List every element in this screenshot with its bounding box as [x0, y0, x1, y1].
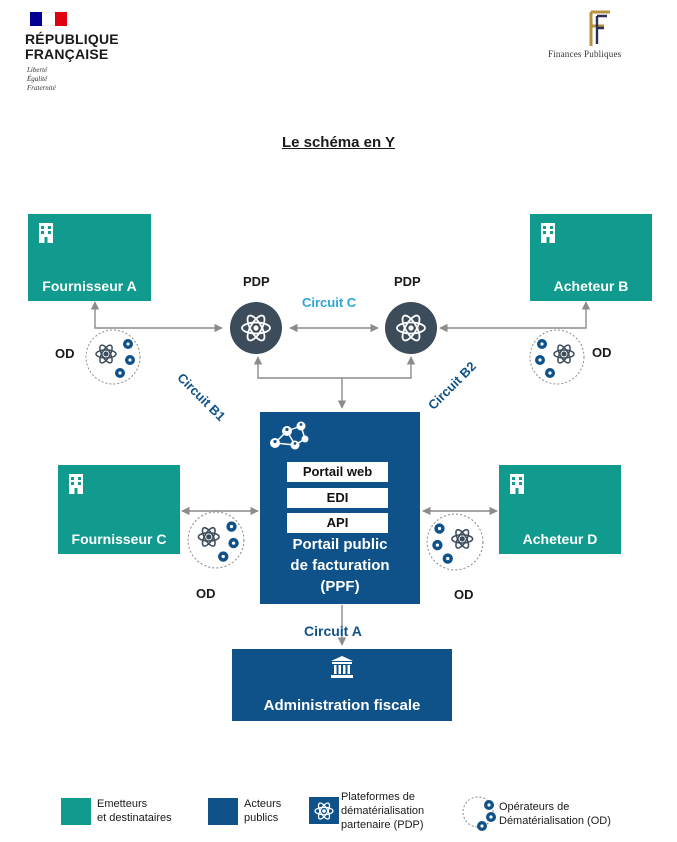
ppf-title-line1: Portail public [292, 536, 388, 553]
legend-od-line2: Dématérialisation (OD) [499, 815, 611, 827]
acheteur-d-label: Acheteur D [522, 531, 598, 547]
pdp-left-label: PDP [243, 274, 270, 289]
finances-publiques-text: Finances Publiques [548, 49, 622, 59]
legend-pdp-line1: Plateformes de [341, 791, 415, 803]
administration-fiscale-box: Administration fiscale [232, 649, 452, 721]
network-icon [270, 421, 309, 450]
legend-swatch-emetteurs [61, 798, 91, 825]
acheteur-d-box: Acheteur D [499, 465, 621, 554]
legend-emetteurs-line1: Emetteurs [97, 798, 148, 810]
circuit-c-label: Circuit C [302, 295, 357, 310]
fournisseur-a-label: Fournisseur A [42, 278, 137, 294]
pdp-right-node [385, 302, 437, 354]
pdp-right-label: PDP [394, 274, 421, 289]
institution-icon [331, 656, 353, 678]
republique-line1: RÉPUBLIQUE [25, 31, 119, 47]
legend-acteurs-line1: Acteurs [244, 798, 282, 810]
od-cluster-icon [85, 329, 141, 385]
building-icon [541, 223, 555, 243]
od-cluster-icon [529, 329, 585, 385]
administration-fiscale-label: Administration fiscale [263, 697, 421, 714]
od-cluster-icon [187, 511, 245, 569]
building-icon [69, 474, 83, 494]
legend-pdp-line2: dématérialisation [341, 805, 425, 817]
legend-emetteurs-line2: et destinataires [97, 812, 172, 824]
fournisseur-a-box: Fournisseur A [28, 214, 151, 301]
motto-fraternite: Fraternité [27, 84, 56, 92]
marianne-flag [30, 12, 67, 26]
motto-egalite: Égalité [27, 75, 48, 83]
od-label-top-right: OD [592, 345, 612, 360]
ppf-item-portail-web: Portail web [287, 462, 388, 482]
building-icon [39, 223, 53, 243]
legend-acteurs-line2: publics [244, 812, 279, 824]
od-label-bottom-left: OD [196, 586, 216, 601]
ppf-item-edi: EDI [287, 488, 388, 508]
circuit-a-label: Circuit A [304, 623, 362, 639]
motto-liberte: Liberté [27, 66, 48, 74]
atom-icon [314, 801, 334, 820]
ppf-item-api: API [287, 513, 388, 533]
legend-swatch-acteurs [208, 798, 238, 825]
acheteur-b-box: Acheteur B [530, 214, 652, 301]
ppf-title-line2: de facturation [290, 557, 390, 574]
legend-od-icon [462, 796, 496, 831]
building-icon [510, 474, 524, 494]
fournisseur-c-box: Fournisseur C [58, 465, 180, 554]
atom-icon [396, 314, 426, 342]
ppf-title-line3: (PPF) [320, 578, 360, 595]
legend-od-line1: Opérateurs de [499, 801, 570, 813]
finances-publiques-logo-icon [589, 10, 610, 46]
pdp-left-node [230, 302, 282, 354]
ppf-box: Portail web EDI API Portail public de fa… [260, 412, 420, 604]
page-title: Le schéma en Y [281, 134, 396, 151]
od-label-bottom-right: OD [454, 587, 474, 602]
legend-pdp-line3: partenaire (PDP) [341, 819, 424, 831]
od-cluster-icon [426, 513, 484, 571]
atom-icon [241, 314, 271, 342]
legend-swatch-pdp [309, 797, 339, 824]
republique-line2: FRANÇAISE [25, 46, 109, 62]
od-label-top-left: OD [55, 346, 75, 361]
fournisseur-c-label: Fournisseur C [71, 531, 167, 547]
acheteur-b-label: Acheteur B [553, 278, 629, 294]
